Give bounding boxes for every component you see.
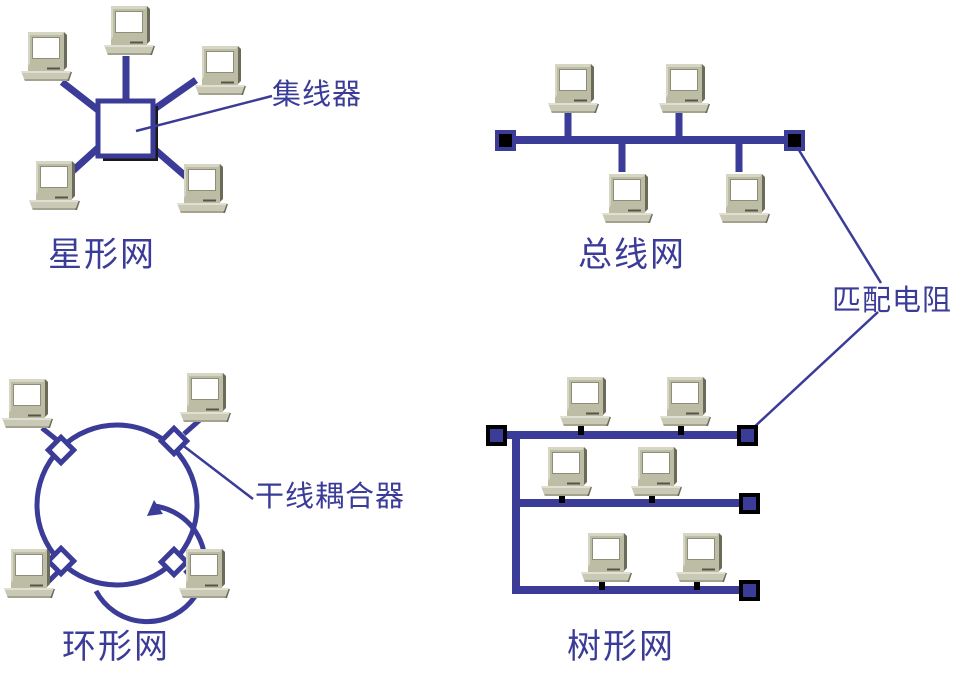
hub-box[interactable] <box>95 98 156 159</box>
star-link-top-right <box>150 77 199 113</box>
callout-label-trunk-coupler: 干线耦合器 <box>255 479 406 513</box>
terminator-icon[interactable] <box>737 425 758 446</box>
star-link-top-left <box>59 79 101 113</box>
computer-icon[interactable] <box>581 529 632 582</box>
topology-label-ring: 环形网 <box>62 627 170 667</box>
resistor-callout-leader-tree <box>750 311 879 431</box>
star-link-bottom-right <box>150 145 193 183</box>
computer-icon[interactable] <box>631 443 682 496</box>
computer-icon[interactable] <box>4 545 55 598</box>
computer-icon[interactable] <box>659 60 710 113</box>
terminator-icon[interactable] <box>495 130 516 151</box>
bus-topology-group <box>495 60 805 223</box>
computer-icon[interactable] <box>179 545 230 598</box>
coupler-callout-leader <box>180 443 254 500</box>
computer-icon[interactable] <box>195 42 246 95</box>
coupler-icon[interactable] <box>157 424 191 458</box>
topology-label-bus: 总线网 <box>578 235 686 275</box>
ring-direction-arrowhead <box>147 500 163 516</box>
computer-icon[interactable] <box>676 529 727 582</box>
computer-icon[interactable] <box>602 170 653 223</box>
hub-callout-leader <box>135 94 273 133</box>
callout-label-terminating-resistor: 匹配电阻 <box>832 283 953 317</box>
computer-icon[interactable] <box>548 60 599 113</box>
computer-icon[interactable] <box>2 375 53 428</box>
star-topology-group <box>21 2 246 213</box>
terminator-icon[interactable] <box>739 493 760 514</box>
computer-icon[interactable] <box>719 170 770 223</box>
ring-backbone <box>34 422 200 588</box>
terminator-icon[interactable] <box>784 130 805 151</box>
resistor-callout-leader-bus <box>795 146 883 284</box>
callout-label-hub: 集线器 <box>272 77 363 111</box>
computer-icon[interactable] <box>21 28 72 81</box>
tree-topology-group <box>486 373 760 601</box>
computer-icon[interactable] <box>660 373 711 426</box>
terminator-icon[interactable] <box>739 580 760 601</box>
ring-topology-group <box>2 369 231 625</box>
computer-icon[interactable] <box>177 160 228 213</box>
coupler-icon[interactable] <box>44 544 78 578</box>
computer-icon[interactable] <box>560 373 611 426</box>
topology-label-tree: 树形网 <box>567 627 675 667</box>
computer-icon[interactable] <box>180 369 231 422</box>
coupler-icon[interactable] <box>157 545 191 579</box>
computer-icon[interactable] <box>29 157 80 210</box>
coupler-icon[interactable] <box>44 433 78 467</box>
computer-icon[interactable] <box>541 443 592 496</box>
terminator-icon[interactable] <box>486 425 507 446</box>
topology-label-star: 星形网 <box>48 235 156 275</box>
computer-icon[interactable] <box>104 2 155 55</box>
